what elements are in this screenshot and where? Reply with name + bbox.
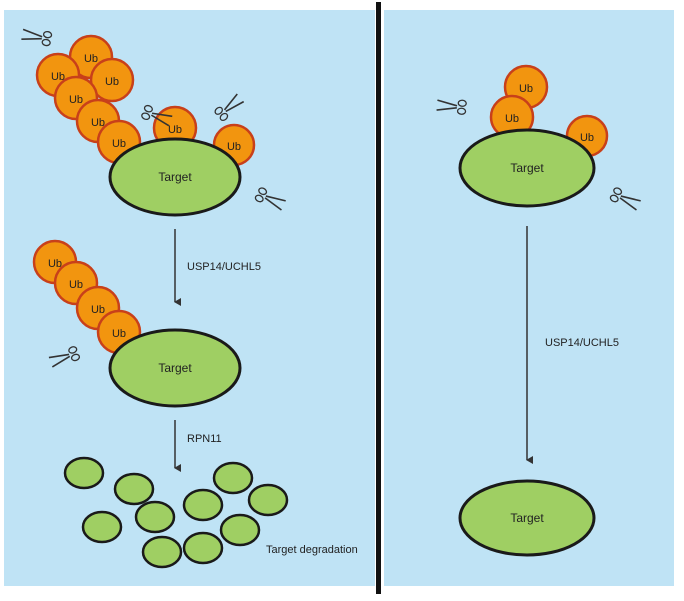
svg-text:Ub: Ub [168,124,182,136]
svg-text:Ub: Ub [69,279,83,291]
svg-text:Ub: Ub [84,53,98,65]
svg-text:Ub: Ub [51,71,65,83]
ub-molecule: Ub [53,260,99,306]
protein-fragment [247,483,289,517]
target-protein [108,137,242,217]
protein-fragment [81,510,123,544]
panel-divider [376,2,381,594]
svg-text:Ub: Ub [580,132,594,144]
protein-fragment [182,488,224,522]
protein-fragment [212,461,254,495]
svg-text:Ub: Ub [91,117,105,129]
target-label: Target [510,161,544,175]
svg-text:Ub: Ub [69,94,83,106]
target-label: Target [158,170,192,184]
protein-fragment [113,472,155,506]
svg-text:Ub: Ub [112,138,126,150]
enzyme-label-rpn11: RPN11 [187,433,222,445]
degradation-fragments [63,456,289,569]
svg-text:Ub: Ub [505,113,519,125]
svg-text:Ub: Ub [112,328,126,340]
target-protein-deubiquitinated [458,479,596,557]
svg-text:Ub: Ub [91,304,105,316]
enzyme-label-usp14-uchl5-right: USP14/UCHL5 [545,337,619,349]
protein-fragment [182,531,224,565]
protein-fragment [134,500,176,534]
svg-text:Ub: Ub [105,76,119,88]
ub-molecule: Ub [89,57,135,103]
protein-fragment [63,456,105,490]
svg-text:Ub: Ub [519,83,533,95]
target-label: Target [510,511,544,525]
ub-chain-long: Ub Ub Ub Ub Ub Ub [35,34,142,165]
protein-fragment [219,513,261,547]
svg-text:Ub: Ub [227,141,241,153]
right-top-complex: Ub Ub Ub Target [435,64,643,213]
left-top-complex: Ub Ub Ub Ub Ub Ub Ub Ub Target [20,26,288,217]
left-middle-complex: Ub Ub Ub Ub Target [32,239,242,408]
target-label: Target [158,361,192,375]
degradation-label: Target degradation [266,544,358,556]
target-protein [458,128,596,208]
target-protein [108,328,242,408]
protein-fragment [141,535,183,569]
svg-text:Ub: Ub [48,258,62,270]
enzyme-label-usp14-uchl5: USP14/UCHL5 [187,261,261,273]
